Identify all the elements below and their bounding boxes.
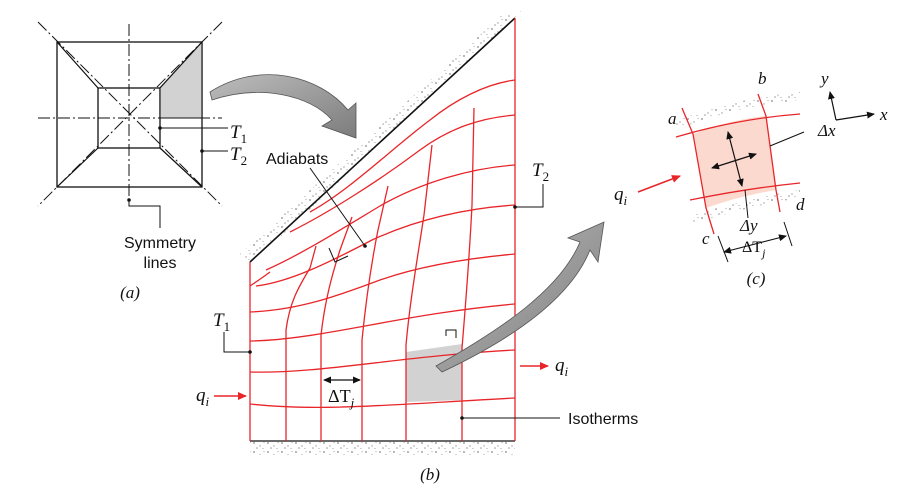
panel-c-qi-label: qi: [614, 184, 628, 208]
panel-c-delta-t-label: ΔTj: [742, 239, 766, 260]
delta-y-arrow: [726, 131, 744, 187]
element-top-insulation: [672, 92, 800, 130]
panel-c-delta-x-label: Δx: [817, 121, 836, 140]
shaded-curvilinear-square: [406, 344, 462, 402]
panel-c-heat-flow-arrow: [637, 175, 681, 193]
bottom-insulation: [250, 441, 515, 455]
symmetry-section: [159, 40, 203, 119]
element-bottom-insulation: [690, 190, 800, 224]
panel-a-caption: (a): [120, 283, 140, 302]
right-angle-marker-1: [328, 247, 349, 263]
panel-b-qi-in-label: qi: [196, 385, 210, 409]
panel-b-qi-out-label: qi: [555, 355, 569, 379]
y-axis-arrow: [828, 91, 837, 121]
panel-b-caption: (b): [420, 465, 440, 484]
curved-arrow-b-to-c: [435, 221, 605, 373]
corner-a-label: a: [668, 109, 677, 128]
panel-c-caption: (c): [747, 269, 766, 288]
corner-c-label: c: [702, 229, 710, 248]
right-angle-marker-2: [445, 329, 457, 338]
symmetry-label-line1: Symmetry: [124, 235, 196, 252]
adiabats-label: Adiabats: [266, 151, 328, 168]
corner-d-label: d: [796, 195, 805, 214]
curved-arrow-a-to-b: [209, 74, 357, 139]
panel-a-t1-label: T1: [230, 122, 247, 146]
symmetry-label-line2: lines: [144, 255, 177, 272]
element-cell: [693, 116, 776, 208]
x-axis-label: x: [879, 105, 888, 124]
panel-b-t1-label: T1: [213, 310, 230, 334]
x-axis-arrow: [835, 111, 875, 121]
isotherms-label: Isotherms: [568, 411, 638, 428]
panel-b-flux-plot: Adiabats T2 T1 qi qi ΔTj Isotherms (b): [196, 8, 638, 484]
panel-c-delta-y-label: Δy: [739, 216, 758, 235]
panel-a-t2-label: T2: [230, 144, 247, 168]
panel-c-element: Δx Δy ΔTj a b c d qi x y (c): [614, 69, 888, 288]
panel-a-square-duct: T1 T2 Symmetry lines (a): [37, 21, 247, 302]
y-axis-label: y: [819, 69, 829, 88]
panel-c-delta-t-arrow: [723, 234, 787, 254]
symmetry-lines: [37, 21, 223, 207]
flux-grid: [249, 18, 516, 441]
corner-b-label: b: [758, 69, 767, 88]
panel-b-delta-t-label: ΔTj: [328, 386, 355, 410]
panel-b-t2-label: T2: [532, 160, 549, 184]
diagonal-boundary: [249, 17, 516, 263]
